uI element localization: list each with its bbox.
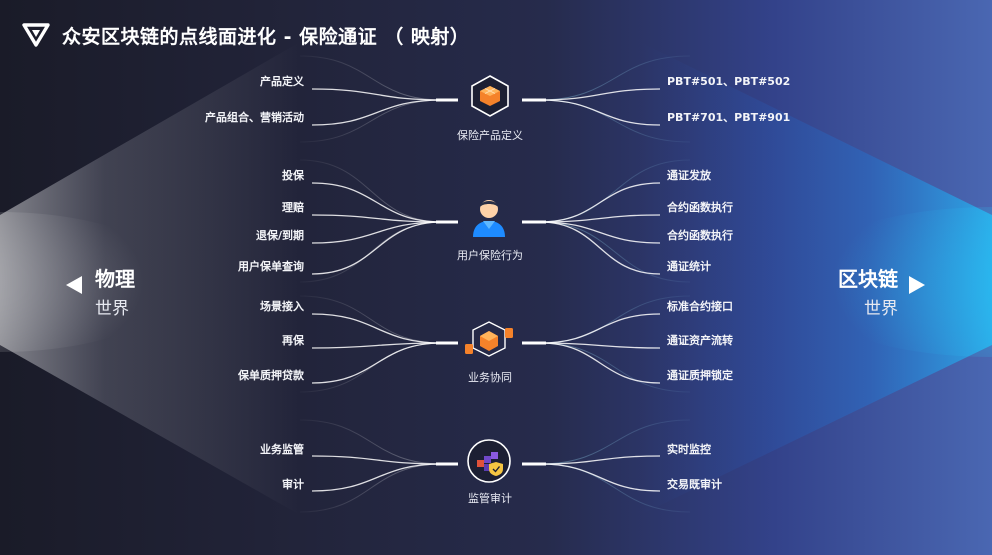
connector-line <box>539 463 661 492</box>
connector-line <box>311 221 443 244</box>
zhongan-logo-icon <box>22 23 50 47</box>
blockchain-world-subtitle: 世界 <box>864 299 898 319</box>
connector-line <box>311 88 443 101</box>
connector-line <box>311 455 443 465</box>
connector-line <box>539 342 661 349</box>
left-item: 业务监管 <box>260 443 304 456</box>
hub-label: 监管审计 <box>468 492 512 505</box>
physical-world-subtitle: 世界 <box>95 299 129 319</box>
page-title: 众安区块链的点线面进化 - 保险通证 （ 映射） <box>62 25 470 48</box>
cube-grid-icon <box>471 75 509 117</box>
hub-label: 用户保险行为 <box>457 249 523 262</box>
connector-line <box>539 455 661 465</box>
left-item: 理赔 <box>282 201 304 214</box>
connector-line <box>299 419 443 465</box>
connector-line <box>311 182 443 223</box>
right-item: 标准合约接口 <box>667 300 733 313</box>
left-arrow-icon <box>66 276 82 294</box>
hub-label: 保险产品定义 <box>457 129 523 142</box>
connector-line <box>539 214 661 223</box>
physical-world-label: 物理 世界 <box>95 263 135 319</box>
connector-line <box>539 99 661 126</box>
connector-line <box>311 221 443 275</box>
header: 众安区块链的点线面进化 - 保险通证 （ 映射） <box>22 20 469 50</box>
right-item: 实时监控 <box>667 443 711 456</box>
right-item: 合约函数执行 <box>667 201 733 214</box>
left-item: 用户保单查询 <box>238 260 304 273</box>
right-item: 通证统计 <box>667 260 711 273</box>
cube-collaboration-icon <box>465 321 513 357</box>
connector-line <box>299 55 443 101</box>
connector-line <box>311 214 443 223</box>
left-item: 再保 <box>282 334 304 347</box>
user-icon <box>473 200 505 237</box>
left-item: 审计 <box>282 478 304 491</box>
right-item: 通证发放 <box>667 169 711 182</box>
connector-line <box>539 221 691 283</box>
left-item: 场景接入 <box>260 300 304 313</box>
left-item: 保单质押贷款 <box>238 369 304 382</box>
connector-line <box>299 463 443 513</box>
connector-line <box>539 313 661 344</box>
right-glow <box>792 207 992 357</box>
connector-line <box>311 313 443 344</box>
left-item: 退保/到期 <box>255 229 304 242</box>
left-item: 产品组合、营销活动 <box>205 111 304 124</box>
blockchain-world-label: 区块链 世界 <box>838 263 898 319</box>
connector-line <box>539 221 661 244</box>
right-item: 通证质押锁定 <box>667 369 733 382</box>
connector-line <box>539 342 661 384</box>
connector-line <box>539 221 661 275</box>
right-item: 通证资产流转 <box>667 334 733 347</box>
connector-line <box>539 182 661 223</box>
connector-line <box>539 55 691 101</box>
right-item: 交易既审计 <box>667 478 722 491</box>
left-item: 投保 <box>282 169 304 182</box>
connector-line <box>311 342 443 349</box>
right-item: 合约函数执行 <box>667 229 733 242</box>
hub-label: 业务协同 <box>468 371 512 384</box>
blockchain-world-title: 区块链 <box>838 267 898 291</box>
right-item: PBT#701、PBT#901 <box>667 111 791 124</box>
left-item: 产品定义 <box>260 75 304 88</box>
left-glow <box>0 212 180 352</box>
connector-line <box>299 159 443 223</box>
right-item: PBT#501、PBT#502 <box>667 75 791 88</box>
connector-line <box>311 342 443 384</box>
connector-line <box>539 88 661 101</box>
connector-line <box>299 295 443 344</box>
connector-line <box>311 463 443 492</box>
audit-shield-icon <box>467 439 511 483</box>
connector-line <box>311 99 443 126</box>
physical-world-title: 物理 <box>95 267 135 291</box>
connector-line <box>539 419 691 465</box>
right-arrow-icon <box>909 276 925 294</box>
